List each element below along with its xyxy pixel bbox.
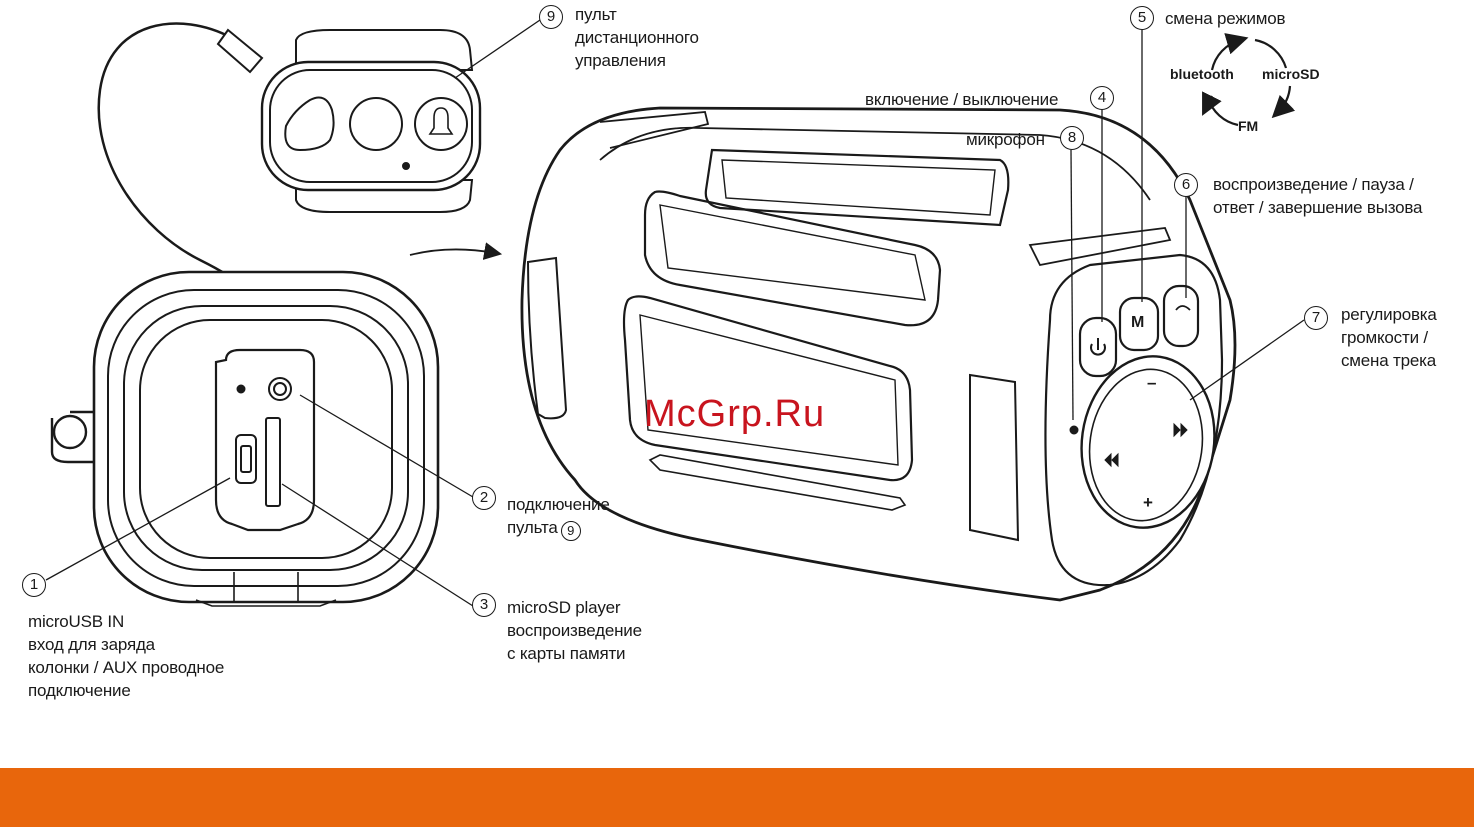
remote-label: пульт дистанционного управления <box>575 5 699 70</box>
view-arrow <box>409 242 503 260</box>
footer-bar <box>0 768 1474 827</box>
mode-button-letter: M <box>1131 314 1145 331</box>
speaker-side-view <box>50 270 440 607</box>
number-1-badge: 1 <box>22 573 46 597</box>
number-4-badge: 4 <box>1090 86 1114 110</box>
number-3-badge: 3 <box>472 593 496 617</box>
number-7-badge: 7 <box>1304 306 1328 330</box>
mode-microsd: microSD <box>1262 66 1320 82</box>
volume-plus-mark: + <box>1143 493 1153 512</box>
cable-plug <box>216 28 264 74</box>
speaker-main-view <box>520 106 1237 602</box>
mic-label: микрофон <box>966 130 1045 149</box>
watermark: McGrp.Ru <box>644 393 826 435</box>
microsd-label: microSD player воспроизведение с карты п… <box>507 598 642 663</box>
mode-fm: FM <box>1238 118 1259 134</box>
remote-control <box>260 29 482 213</box>
number-8-badge: 8 <box>1060 126 1084 150</box>
mode-change-label: смена режимов <box>1165 9 1286 28</box>
microusb-label: microUSB IN вход для заряда колонки / AU… <box>28 612 225 700</box>
number-6-badge: 6 <box>1174 173 1198 197</box>
mode-cycle-diagram <box>1202 33 1296 127</box>
number-9-inline-badge: 9 <box>560 521 581 541</box>
leader-lines <box>45 19 1305 607</box>
mode-bluetooth: bluetooth <box>1170 66 1234 82</box>
volume-label: регулировка громкости / смена трека <box>1341 305 1437 370</box>
number-5-badge: 5 <box>1130 6 1154 30</box>
play-label: воспроизведение / пауза / ответ / заверш… <box>1213 175 1423 217</box>
number-9-badge: 9 <box>539 5 563 29</box>
volume-minus-mark: – <box>1147 373 1157 392</box>
power-label: включение / выключение <box>865 90 1059 109</box>
number-2-badge: 2 <box>472 486 496 510</box>
